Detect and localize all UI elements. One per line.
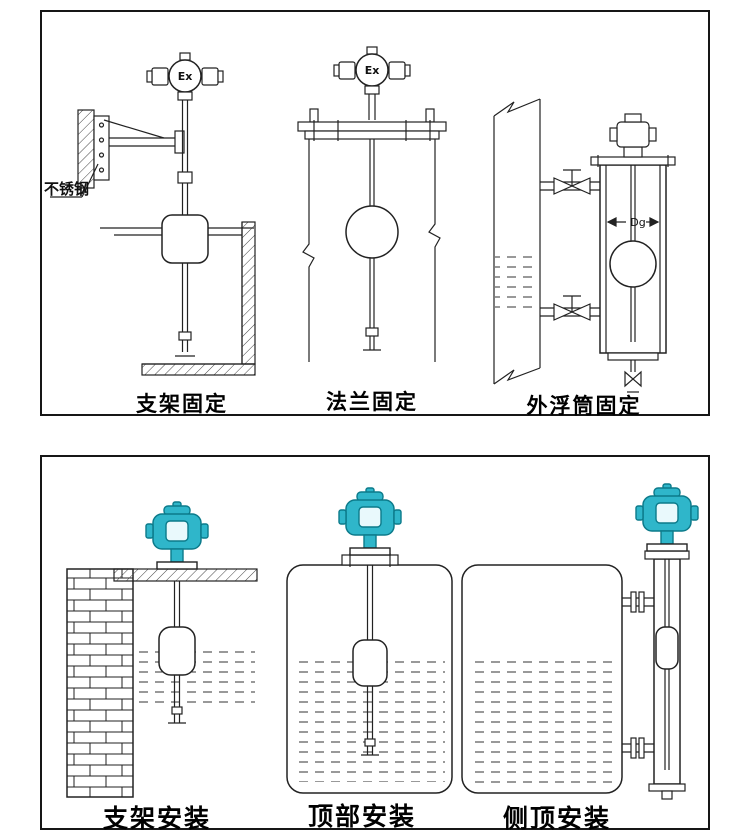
external-chamber-drawing: [493, 98, 676, 393]
fixing-methods-drawing: Ex Ex: [50, 46, 676, 393]
bracket-install-drawing: [66, 568, 258, 798]
installation-methods-panel: 支架安装 顶部安装 侧顶安装: [40, 455, 710, 833]
ex-label-2: Ex: [365, 64, 380, 77]
top-install-drawing: [286, 553, 453, 794]
material-label: 不锈钢: [44, 181, 90, 198]
flange-fixing-drawing: [297, 94, 447, 362]
caption-side-install: 侧顶安装: [502, 805, 611, 833]
bracket-fixing-drawing: [50, 100, 256, 376]
dg-label: Dg: [630, 216, 645, 229]
caption-bracket-fixing: 支架固定: [136, 393, 228, 416]
fixing-methods-panel: Ex Ex: [40, 10, 710, 418]
side-install-drawing: [461, 550, 690, 800]
caption-top-install: 顶部安装: [307, 803, 416, 831]
installation-methods-drawing: [66, 483, 699, 800]
ex-label-1: Ex: [178, 70, 193, 83]
caption-external-chamber-fixing: 外浮筒固定: [526, 395, 642, 418]
caption-flange-fixing: 法兰固定: [326, 391, 418, 414]
caption-bracket-install: 支架安装: [102, 805, 211, 833]
